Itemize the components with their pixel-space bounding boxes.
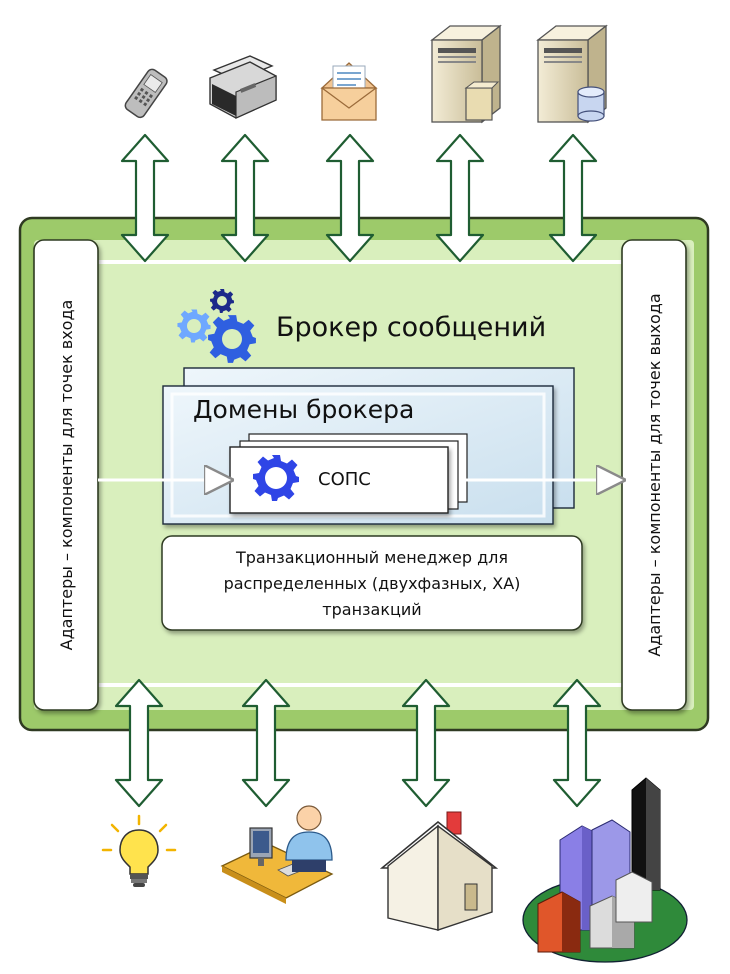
transaction-manager-box: Транзакционный менеджер для распределенн… <box>161 535 583 631</box>
broker-title: Брокер сообщений <box>276 312 546 343</box>
input-adapter: Адаптеры – компоненты для точек входа <box>33 239 99 711</box>
transaction-manager-line1: Транзакционный менеджер для <box>235 548 508 567</box>
output-adapter-label: Адаптеры – компоненты для точек выхода <box>645 293 664 656</box>
service-box[interactable]: СОПС <box>229 446 449 514</box>
city-buildings-icon <box>522 777 688 963</box>
email-envelope-icon <box>320 62 378 121</box>
gears-icon <box>177 289 256 363</box>
output-adapter: Адаптеры – компоненты для точек выхода <box>621 239 687 711</box>
top-arrow-3 <box>325 133 375 263</box>
top-arrow-4 <box>435 133 485 263</box>
house-icon <box>379 811 499 931</box>
transaction-manager-line2: распределенных (двухфазных, XA) <box>224 574 521 593</box>
printer-icon <box>209 55 277 119</box>
input-adapter-label: Адаптеры – компоненты для точек входа <box>57 300 76 651</box>
bottom-arrow-3 <box>401 678 451 808</box>
bottom-arrow-1 <box>114 678 164 808</box>
transaction-manager-line3: транзакций <box>322 600 421 619</box>
domains-title: Домены брокера <box>193 395 414 424</box>
top-arrow-2 <box>220 133 270 263</box>
service-label: СОПС <box>318 469 371 490</box>
mobile-phone-icon <box>124 68 168 119</box>
server-with-database-icon <box>536 24 608 124</box>
service-gear-icon <box>253 455 299 501</box>
light-bulb-icon <box>101 814 177 887</box>
bottom-arrow-2 <box>241 678 291 808</box>
top-arrow-1 <box>120 133 170 263</box>
top-arrow-5 <box>548 133 598 263</box>
server-with-document-icon <box>430 24 502 124</box>
bottom-arrow-4 <box>552 678 602 808</box>
user-at-workstation-icon <box>220 805 334 904</box>
